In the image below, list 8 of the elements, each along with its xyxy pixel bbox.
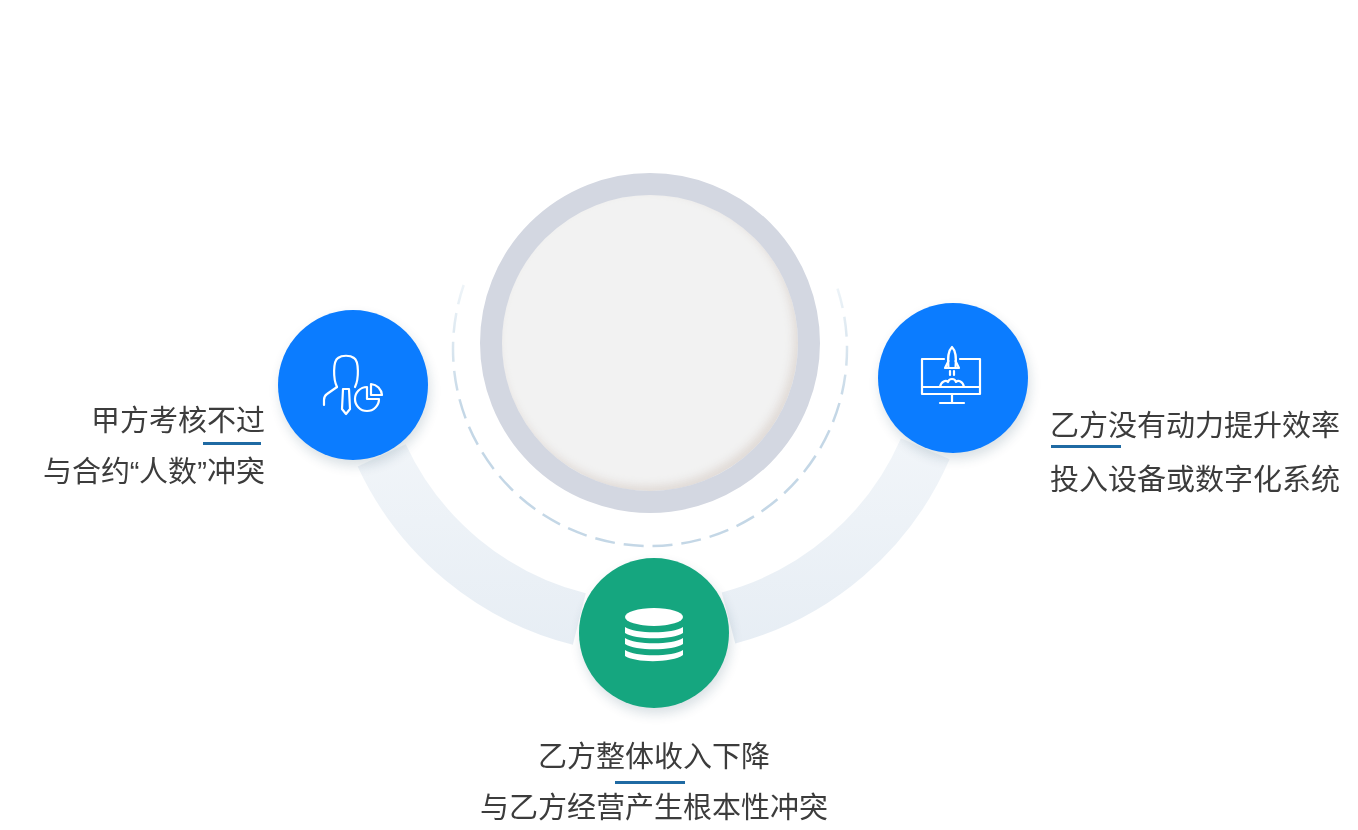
node-label: 投入设备或数字化系统 — [1050, 463, 1340, 497]
node-label: 乙方没有动力提升效率 — [1050, 409, 1340, 443]
node-label: 与合约“人数”冲突 — [42, 455, 265, 489]
arc-band — [358, 442, 588, 645]
node-label: 乙方整体收入下降 — [538, 740, 770, 774]
node-label: 与乙方经营产生根本性冲突 — [480, 791, 828, 825]
arc-band — [720, 436, 949, 644]
node-label: 甲方考核不过 — [91, 404, 265, 438]
